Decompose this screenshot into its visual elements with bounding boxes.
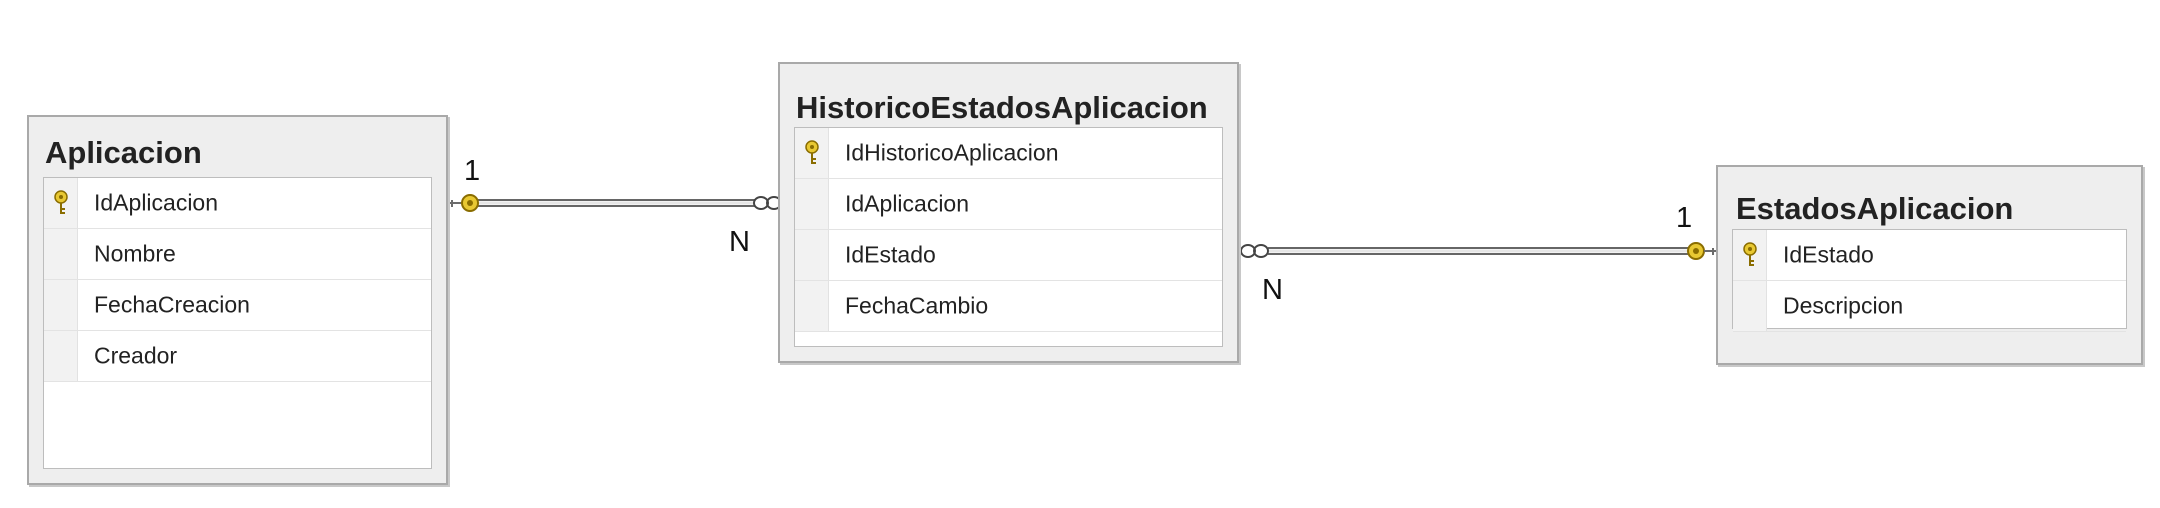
column-row[interactable]: IdHistoricoAplicacion [795, 128, 1222, 179]
row-selector [44, 280, 78, 330]
relationship-historico-estados[interactable] [1268, 247, 1690, 255]
row-selector [1733, 281, 1767, 331]
column-row[interactable]: Descripcion [1733, 281, 2126, 332]
column-row[interactable]: Creador [44, 331, 431, 382]
row-selector [795, 281, 829, 331]
column-row[interactable]: IdEstado [795, 230, 1222, 281]
primary-key-icon [1743, 242, 1757, 266]
column-name: FechaCambio [845, 292, 989, 319]
table-aplicacion[interactable]: Aplicacion IdAplicacion Nombre [27, 115, 448, 485]
column-name: Nombre [94, 240, 176, 267]
primary-key-icon [54, 190, 68, 214]
many-end-infinity-icon [1240, 244, 1269, 258]
row-selector [795, 230, 829, 280]
column-name: IdAplicacion [845, 190, 970, 217]
column-name: IdEstado [1783, 241, 1874, 268]
row-selector [795, 128, 829, 178]
relationship-many-label: N [1262, 274, 1283, 306]
one-end-key-icon [1687, 242, 1716, 260]
primary-key-icon [805, 140, 819, 164]
table-title: HistoricoEstadosAplicacion [796, 90, 1208, 125]
column-name: FechaCreacion [94, 291, 250, 318]
relationship-one-label: 1 [1676, 202, 1693, 234]
column-row[interactable]: FechaCambio [795, 281, 1222, 332]
column-name: Creador [94, 342, 178, 369]
row-selector [44, 178, 78, 228]
relationship-one-label: 1 [464, 155, 481, 187]
table-title: Aplicacion [45, 135, 202, 170]
row-selector [795, 179, 829, 229]
row-selector [1733, 230, 1767, 280]
column-list: IdAplicacion Nombre FechaCreacion Creado… [43, 177, 432, 469]
column-name: IdHistoricoAplicacion [845, 139, 1059, 166]
one-end-key-icon [450, 194, 479, 212]
column-row[interactable]: FechaCreacion [44, 280, 431, 331]
relationship-aplicacion-historico[interactable] [470, 199, 755, 207]
column-row[interactable]: IdAplicacion [795, 179, 1222, 230]
row-selector [44, 331, 78, 381]
column-name: IdAplicacion [94, 189, 219, 216]
table-title: EstadosAplicacion [1736, 191, 2014, 226]
row-selector [44, 229, 78, 279]
column-row[interactable]: Nombre [44, 229, 431, 280]
relationship-many-label: N [729, 226, 750, 258]
column-name: IdEstado [845, 241, 936, 268]
column-name: Descripcion [1783, 292, 1904, 319]
table-estados-aplicacion[interactable]: EstadosAplicacion IdEstado Descripcion [1716, 165, 2143, 365]
column-row[interactable]: IdAplicacion [44, 178, 431, 229]
table-historico-estados-aplicacion[interactable]: HistoricoEstadosAplicacion IdHistoricoAp… [778, 62, 1239, 363]
column-row[interactable]: IdEstado [1733, 230, 2126, 281]
column-list: IdHistoricoAplicacion IdAplicacion IdEst… [794, 127, 1223, 347]
many-end-infinity-icon [753, 196, 782, 210]
column-list: IdEstado Descripcion [1732, 229, 2127, 332]
